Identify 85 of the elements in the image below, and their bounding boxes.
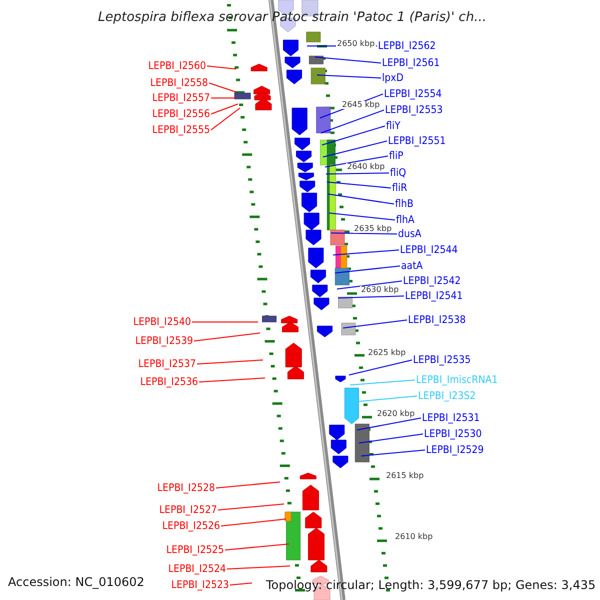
gene-label: LEPBI_I2528 [157,482,215,494]
leader-line [336,280,402,290]
gene-label: LEPBI_I2544 [400,244,458,256]
gene-label: fliR [392,182,408,194]
scale-label: 2620 kbp [376,410,416,418]
leader-line [230,582,252,586]
leader-line [206,66,236,70]
leader-line [326,172,390,174]
gene-label: LEPBI_I2554 [384,88,442,100]
gene-label: LEPBI_I2558 [150,78,208,88]
gene-label: LEPBI_I2525 [166,544,224,556]
leader-line [210,108,240,130]
leader-line [198,378,266,382]
leader-line [224,544,290,550]
gene-label: LEPBI_I23S2 [418,390,476,402]
gene-label: LEPBI_I2529 [426,444,484,456]
leader-line [218,504,284,510]
leader-line [208,82,236,92]
gene-label: LEPBI_I2535 [413,354,471,366]
leader-line [316,74,382,78]
leader-line [348,360,412,376]
accession-text: Accession: NC_010602 [8,576,144,588]
gene-label: LEPBI_I2537 [138,358,196,370]
scale-label: 2640 kbp [346,163,386,171]
scale-label: 2635 kbp [353,225,393,233]
gene-label: LEPBI_I2553 [385,104,443,116]
leader-line [226,566,290,570]
gene-label: flhA [396,214,414,226]
leader-line [314,56,382,64]
genome-summary-text: Topology: circular; Length: 3,599,677 bp; Genes: 3,435 [266,579,596,591]
gene-label: flhB [395,198,414,210]
title: Leptospira biflexa serovar Patoc strain 'Patoc 1 (Paris)' ch... [98,11,486,24]
gene-label: LEPBI_I2557 [152,92,210,104]
gene-label: aatA [401,260,423,272]
gene-label: LEPBI_I2523 [171,580,229,590]
leader-line [326,182,392,188]
scale-label: 2645 kbp [341,101,381,109]
leader-line [332,250,400,256]
gene-label: LEPBI_I2540 [133,316,191,328]
scale-label: 2625 kbp [367,349,407,357]
gene-label: LEPBI_I2561 [382,58,440,68]
gene-label: fliQ [390,168,406,178]
gene-label: LEPBI_I2541 [405,290,463,302]
leader-line [330,232,398,234]
gene-label: fliY [386,120,400,132]
leader-line [358,434,424,444]
leader-line [322,140,388,158]
leader-line [328,194,394,204]
leader-line [320,110,384,134]
gene-label: LEPBI_I2531 [422,412,480,424]
gene-label: LEPBI_I2542 [403,276,461,286]
scale-label: 2630 kbp [360,286,400,294]
gene-label: LEPBI_I2524 [168,564,226,574]
gene-label: dusA [398,228,422,240]
gene-label: LEPBI_I2530 [424,428,482,440]
gene-label: LEPBI_I2538 [408,314,466,326]
leader-line [334,266,400,274]
leader-line [324,156,388,168]
gene-label: LEPBI_I2527 [159,504,217,516]
leader-line [220,518,286,526]
gene-label: lpxD [382,72,404,84]
leader-line [322,126,386,146]
leader-line [360,450,426,456]
leader-line [338,296,404,298]
scale-label: 2610 kbp [394,533,434,541]
gene-label: LEPBI_I2555 [152,124,210,136]
gene-label: fliP [389,150,404,162]
gene-label: LEPBI_ImiscRNA1 [416,374,498,386]
gene-label: LEPBI_I2560 [148,60,206,72]
leader-line [216,482,280,488]
gene-label: LEPBI_I2536 [140,376,198,388]
gene-label: LEPBI_I2551 [388,136,446,146]
leader-line [210,104,238,114]
leader-line [194,332,260,342]
leader-line [342,320,408,328]
leader-line [356,418,422,430]
leader-line [196,360,264,364]
leader-line [328,212,396,220]
scale-label: 2650 kbp [336,40,376,48]
gene-label: LEPBI_I2562 [378,40,436,52]
gene-label: LEPBI_I2526 [162,520,220,532]
scale-label: 2615 kbp [385,472,425,480]
leader-line [350,380,416,386]
gene-label: LEPBI_I2539 [135,336,193,346]
gene-label: LEPBI_I2556 [152,108,210,120]
